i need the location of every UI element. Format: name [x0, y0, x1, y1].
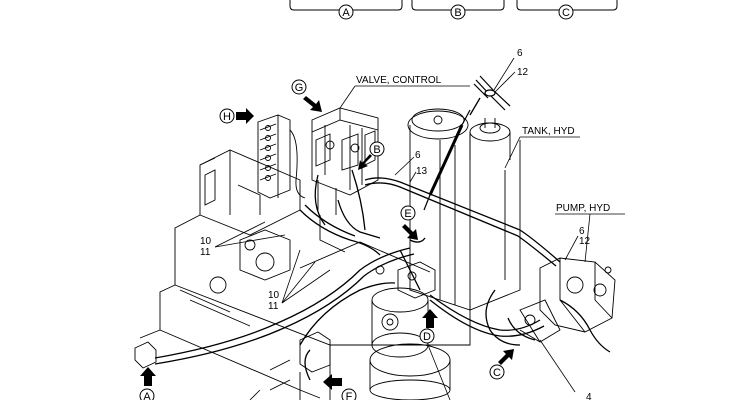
part-number-10-left: 10	[200, 236, 212, 247]
callout-f: F	[341, 388, 357, 400]
leader-lines	[214, 57, 625, 400]
svg-text:E: E	[404, 208, 411, 220]
swing-motor	[369, 261, 451, 400]
callout-top-a: A	[338, 4, 354, 20]
callout-g: G	[291, 79, 307, 95]
svg-text:C: C	[493, 367, 501, 379]
part-number-10-low: 10	[268, 290, 280, 301]
callout-e: E	[400, 205, 416, 221]
direction-arrows	[140, 96, 514, 390]
svg-text:H: H	[223, 111, 231, 123]
svg-text:F: F	[346, 391, 353, 400]
pilot-valve-bank	[257, 114, 306, 199]
callout-top-c: C	[558, 4, 574, 20]
part-number-6-top: 6	[517, 48, 523, 59]
svg-text:B: B	[454, 7, 461, 19]
callout-d: D	[419, 328, 435, 344]
part-number-13-mid: 13	[416, 166, 428, 177]
lower-fittings	[134, 331, 331, 399]
hose-runs	[154, 89, 611, 381]
svg-text:B: B	[373, 144, 380, 156]
part-number-4: 4	[586, 392, 592, 400]
svg-text:C: C	[562, 7, 570, 19]
part-number-11-low: 11	[268, 301, 279, 312]
part-number-12-pump: 12	[579, 236, 591, 247]
callout-b: B	[369, 141, 385, 157]
label-pump-hyd: PUMP, HYD	[556, 203, 610, 214]
svg-text:G: G	[295, 82, 304, 94]
svg-text:A: A	[143, 391, 151, 400]
control-valve	[311, 107, 379, 215]
part-number-6-pump: 6	[579, 226, 585, 237]
part-number-6-mid: 6	[415, 150, 421, 161]
label-valve-control: VALVE, CONTROL	[356, 75, 442, 86]
component-labels: VALVE, CONTROL TANK, HYD PUMP, HYD 6 12 …	[200, 48, 610, 400]
part-number-12-top: 12	[517, 67, 529, 78]
hydraulic-pump	[519, 257, 616, 343]
callout-c: C	[489, 364, 505, 380]
svg-text:A: A	[342, 7, 350, 19]
diagonal-pipe	[423, 109, 471, 211]
callout-top-b: B	[450, 4, 466, 20]
pipe-detail-top	[473, 75, 511, 111]
label-tank-hyd: TANK, HYD	[522, 126, 575, 137]
callout-h: H	[219, 108, 235, 124]
part-number-11-left: 11	[200, 247, 211, 258]
svg-text:D: D	[423, 331, 431, 343]
callout-a: A	[139, 388, 155, 400]
